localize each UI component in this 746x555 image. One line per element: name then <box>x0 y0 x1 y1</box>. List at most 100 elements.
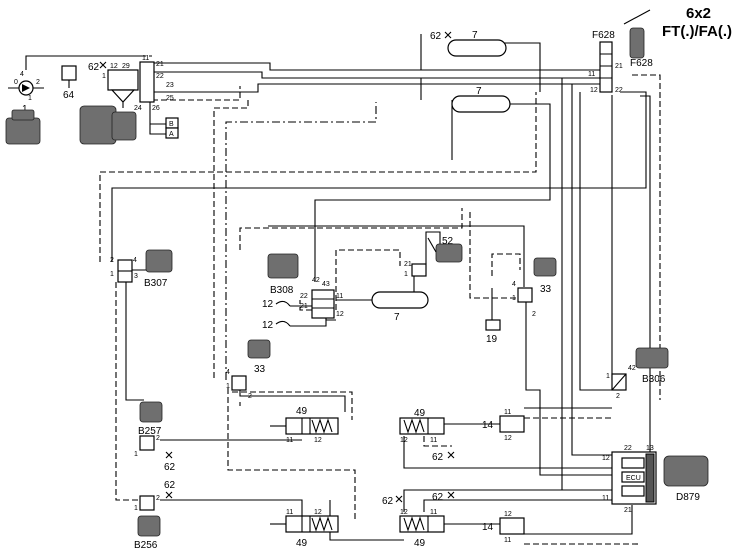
svg-text:22: 22 <box>624 445 632 452</box>
svg-text:62: 62 <box>88 62 100 73</box>
compressor-group: 4 0 2 1 1 64 62 12 29 1 4 11 21 22 23 24… <box>5 55 179 145</box>
valve-33-left-group: 33 4 1 2 <box>226 339 271 400</box>
svg-text:F628: F628 <box>592 30 615 41</box>
svg-text:7: 7 <box>476 86 482 97</box>
svg-text:2: 2 <box>36 79 40 86</box>
svg-text:3: 3 <box>134 273 138 280</box>
svg-text:11: 11 <box>286 509 293 516</box>
compressor-image <box>5 117 41 145</box>
svg-text:B: B <box>169 121 174 128</box>
b256-image <box>137 515 161 537</box>
svg-text:22: 22 <box>156 73 164 80</box>
svg-text:1: 1 <box>134 505 138 512</box>
svg-text:21: 21 <box>624 507 632 514</box>
svg-text:62: 62 <box>164 480 176 491</box>
d879-image <box>663 455 709 487</box>
config-title-line2: FT(.)/FA(.) <box>662 23 732 40</box>
svg-text:14: 14 <box>482 522 494 533</box>
pressure-lines <box>25 34 661 545</box>
cylinder-14-bottom: 14 12 11 <box>482 511 525 544</box>
svg-text:ECU: ECU <box>626 475 641 482</box>
svg-text:7: 7 <box>472 30 478 41</box>
air-tank-mid <box>371 291 429 309</box>
svg-text:11: 11 <box>430 437 437 444</box>
svg-text:24: 24 <box>134 105 142 112</box>
svg-text:11: 11 <box>336 293 343 300</box>
cylinder-49-right-bottom: 62 62 12 11 49 <box>382 491 455 549</box>
svg-text:2: 2 <box>616 393 620 400</box>
svg-text:49: 49 <box>296 538 308 549</box>
b308-group: B308 43 42 22 21 11 12 12 12 <box>262 253 344 331</box>
svg-text:B256: B256 <box>134 540 158 551</box>
svg-text:11: 11 <box>286 437 293 444</box>
svg-text:B308: B308 <box>270 285 294 296</box>
valve-33-right-group: 33 4 1 2 19 <box>485 257 557 345</box>
b306-group: B306 42 1 2 <box>606 347 669 400</box>
svg-text:0: 0 <box>14 79 18 86</box>
svg-text:1: 1 <box>404 271 408 278</box>
svg-text:29: 29 <box>122 63 130 70</box>
svg-text:1: 1 <box>102 73 106 80</box>
svg-text:1: 1 <box>110 271 114 278</box>
svg-text:13: 13 <box>646 445 654 452</box>
svg-text:2: 2 <box>532 311 536 318</box>
svg-text:1: 1 <box>134 451 138 458</box>
svg-text:62: 62 <box>164 462 176 473</box>
svg-text:12: 12 <box>262 320 274 331</box>
svg-text:12: 12 <box>262 299 274 310</box>
svg-text:52: 52 <box>442 236 454 247</box>
svg-text:11: 11 <box>504 409 511 416</box>
svg-text:1: 1 <box>28 95 32 102</box>
sensor-19 <box>485 319 501 331</box>
f628-module: F628 21 11 12 22 F628 6x2 FT(.)/FA(.) <box>588 5 732 94</box>
svg-text:12: 12 <box>504 435 512 442</box>
b307-image <box>145 249 173 273</box>
svg-text:11: 11 <box>588 71 595 78</box>
b307-group: 2 4 1 3 B307 <box>110 249 173 289</box>
b257-group: B257 2 1 62 <box>134 401 176 473</box>
svg-text:49: 49 <box>296 406 308 417</box>
svg-text:F628: F628 <box>630 58 653 69</box>
valve-52-image <box>435 243 463 263</box>
svg-text:1: 1 <box>226 383 230 390</box>
svg-text:12: 12 <box>590 87 598 94</box>
svg-text:33: 33 <box>540 284 552 295</box>
f628-valve-image <box>629 27 645 59</box>
compressor-label: 1 <box>22 104 28 115</box>
b257-image <box>139 401 163 423</box>
cylinder-49-right-top: 49 12 11 62 <box>399 408 455 463</box>
svg-text:42: 42 <box>312 277 320 284</box>
cylinder-49-left-bottom: 11 12 49 <box>270 509 339 549</box>
svg-text:11: 11 <box>504 537 511 544</box>
svg-text:12: 12 <box>400 509 408 516</box>
cylinder-14-top: 14 11 12 <box>482 409 525 442</box>
svg-text:1: 1 <box>512 295 516 302</box>
pressure-gauge <box>61 65 77 81</box>
svg-text:26: 26 <box>152 105 160 112</box>
svg-text:21: 21 <box>615 63 623 70</box>
svg-text:2: 2 <box>248 393 252 400</box>
svg-text:49: 49 <box>414 408 426 419</box>
svg-text:2: 2 <box>110 257 114 264</box>
svg-text:43: 43 <box>322 281 330 288</box>
svg-text:42: 42 <box>628 365 636 372</box>
svg-text:A: A <box>169 131 174 138</box>
b256-group: 62 2 1 B256 <box>134 480 176 551</box>
svg-text:4: 4 <box>133 257 137 264</box>
svg-text:12: 12 <box>602 455 610 462</box>
svg-text:49: 49 <box>414 538 426 549</box>
svg-text:D879: D879 <box>676 492 700 503</box>
svg-text:12: 12 <box>400 437 408 444</box>
svg-text:11: 11 <box>142 55 149 62</box>
svg-text:12: 12 <box>110 63 118 70</box>
svg-text:21: 21 <box>404 261 412 268</box>
svg-text:1: 1 <box>606 373 610 380</box>
cylinder-49-left-top: 49 11 12 <box>270 406 339 444</box>
svg-text:12: 12 <box>314 509 322 516</box>
svg-text:22: 22 <box>615 87 623 94</box>
svg-text:B257: B257 <box>138 426 162 437</box>
d879-group: ECU 22 13 12 11 21 D879 <box>602 445 709 514</box>
svg-text:21: 21 <box>156 61 164 68</box>
air-tank-top <box>447 39 507 57</box>
